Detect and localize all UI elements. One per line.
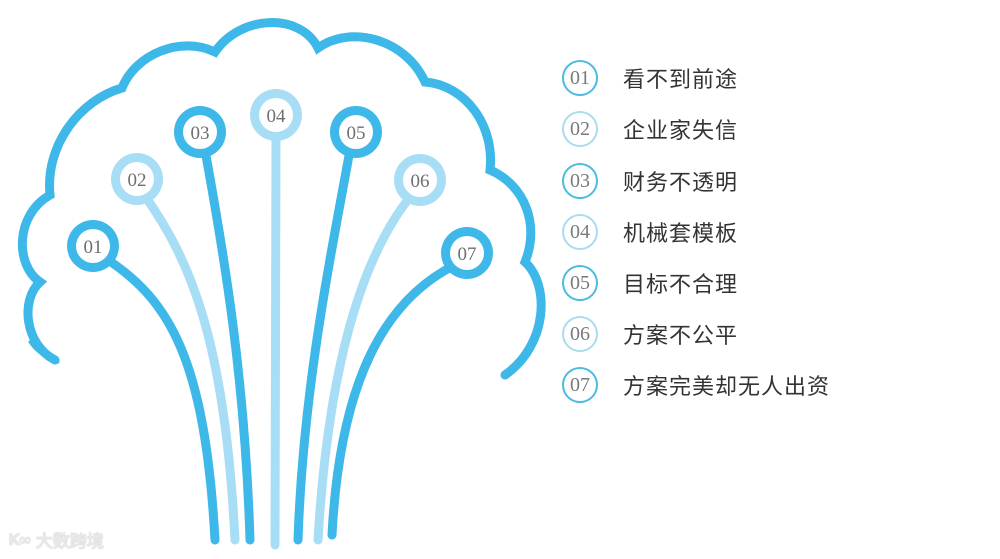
stem-03 bbox=[200, 145, 255, 545]
cloud-outline bbox=[17, 18, 546, 380]
stem-06 bbox=[313, 192, 415, 545]
svg-text:02: 02 bbox=[128, 170, 147, 191]
bulb-01: 01 bbox=[67, 220, 119, 272]
legend-label: 机械套模板 bbox=[623, 222, 739, 247]
svg-text:03: 03 bbox=[191, 123, 210, 144]
watermark: K∞ 大数跨境 bbox=[8, 527, 104, 552]
stem-01 bbox=[100, 253, 220, 545]
bulb-03: 03 bbox=[174, 106, 226, 158]
legend-label: 目标不合理 bbox=[623, 273, 739, 298]
stem-02 bbox=[140, 191, 240, 545]
stem-04 bbox=[270, 128, 281, 550]
watermark-text: 大数跨境 bbox=[35, 532, 104, 552]
legend-label: 方案完美却无人出资 bbox=[623, 375, 831, 400]
legend-badge: 01 bbox=[562, 60, 598, 96]
legend-badge: 02 bbox=[562, 111, 598, 147]
bulb-07: 07 bbox=[441, 227, 493, 279]
svg-text:06: 06 bbox=[411, 171, 430, 192]
bulb-05: 05 bbox=[330, 106, 382, 158]
watermark-logo-icon: K∞ bbox=[8, 530, 32, 549]
legend-item-04: 04 机械套模板 bbox=[562, 212, 738, 252]
bulb-04: 04 bbox=[250, 89, 302, 141]
svg-text:05: 05 bbox=[347, 123, 366, 144]
legend-item-07: 07 方案完美却无人出资 bbox=[562, 365, 830, 405]
stem-05 bbox=[293, 145, 355, 545]
stems bbox=[100, 128, 460, 550]
svg-text:07: 07 bbox=[458, 244, 477, 265]
legend-item-05: 05 目标不合理 bbox=[562, 263, 738, 303]
legend-badge: 07 bbox=[562, 367, 598, 403]
legend-item-02: 02 企业家失信 bbox=[562, 109, 738, 149]
bulb-06: 06 bbox=[394, 154, 446, 206]
legend-item-06: 06 方案不公平 bbox=[562, 314, 738, 354]
legend-badge: 06 bbox=[562, 316, 598, 352]
svg-text:01: 01 bbox=[84, 237, 103, 258]
legend-item-03: 03 财务不透明 bbox=[562, 161, 738, 201]
legend-badge: 05 bbox=[562, 265, 598, 301]
legend-item-01: 01 看不到前途 bbox=[562, 58, 738, 98]
legend-label: 财务不透明 bbox=[623, 171, 739, 196]
legend-label: 企业家失信 bbox=[623, 119, 739, 144]
legend-badge: 04 bbox=[562, 214, 598, 250]
stem-07 bbox=[327, 260, 460, 540]
legend-label: 方案不公平 bbox=[623, 324, 739, 349]
legend-badge: 03 bbox=[562, 163, 598, 199]
cloud-tree-diagram: 01 02 03 04 05 06 07 bbox=[17, 18, 546, 550]
svg-text:04: 04 bbox=[267, 106, 287, 127]
bulb-02: 02 bbox=[111, 153, 163, 205]
legend-label: 看不到前途 bbox=[623, 68, 739, 93]
